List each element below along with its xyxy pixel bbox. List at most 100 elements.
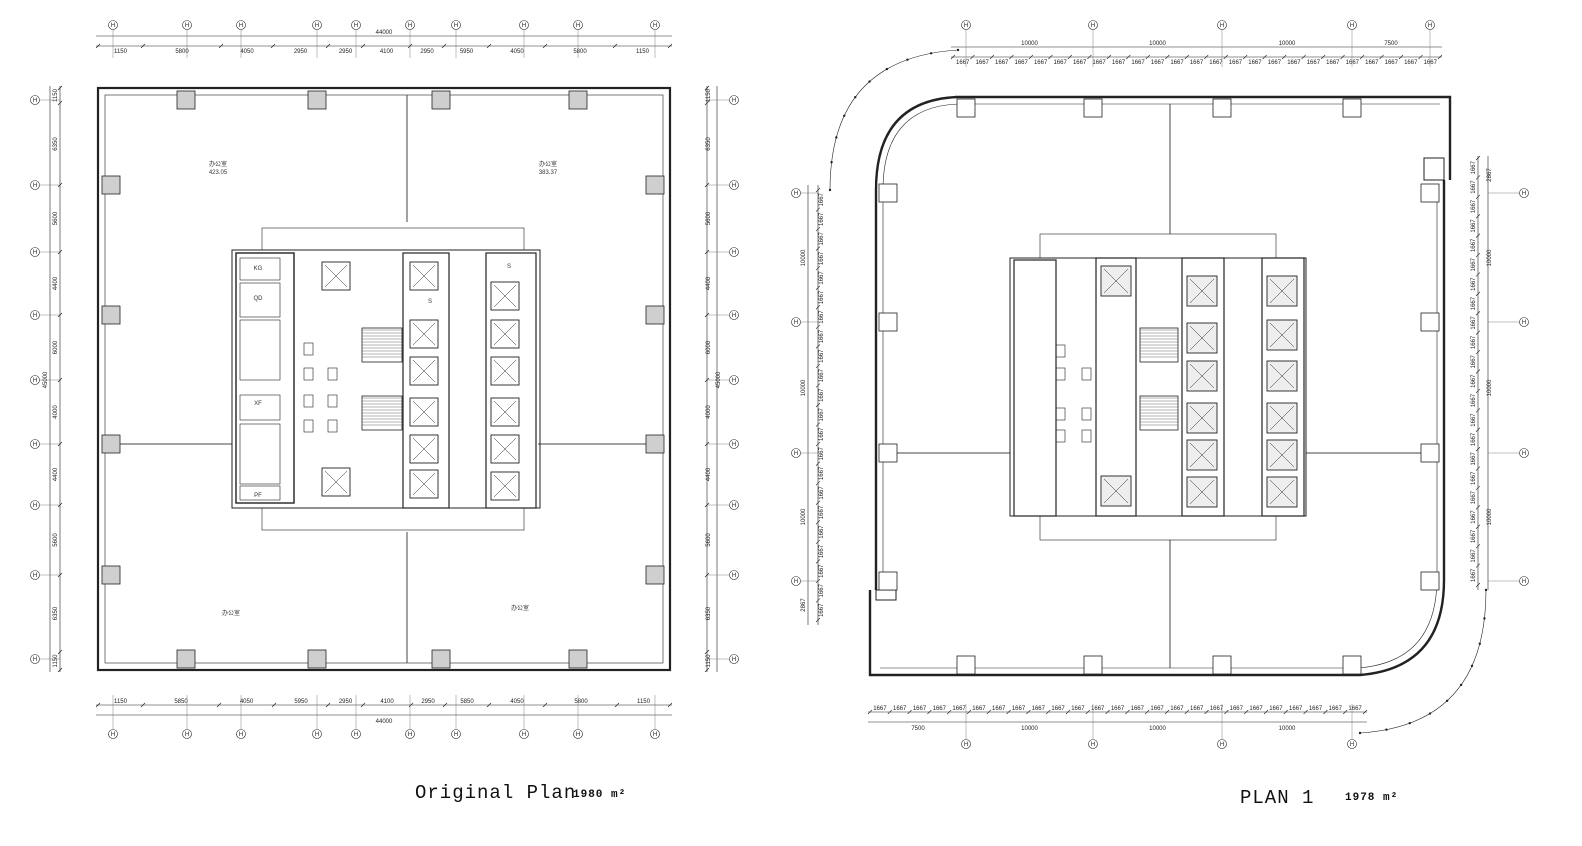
arc-dimension-tick bbox=[1470, 664, 1474, 668]
dimension-label: 1667 bbox=[1032, 706, 1046, 712]
dimension-tick bbox=[815, 187, 821, 193]
dimension-label: 1667 bbox=[1092, 60, 1106, 66]
axis-bubble bbox=[1425, 20, 1435, 30]
dimension-tick bbox=[325, 702, 331, 708]
dimension-tick bbox=[1475, 194, 1481, 200]
dimension-tick bbox=[1204, 709, 1209, 715]
arc-dimension-tick bbox=[1484, 588, 1488, 592]
inner-wall-line bbox=[104, 94, 664, 664]
elevator-shaft bbox=[490, 281, 520, 311]
axis-bubble-label: H bbox=[239, 732, 243, 738]
axis-bubble bbox=[182, 729, 192, 739]
dimension-tick bbox=[989, 54, 995, 60]
structural-column bbox=[1420, 571, 1440, 591]
structural-column bbox=[1420, 183, 1440, 203]
plan-1-area: 1978 m² bbox=[1345, 792, 1399, 804]
dimension-label: 1667 bbox=[1471, 568, 1477, 582]
structural-column bbox=[878, 183, 898, 203]
dimension-label: 1667 bbox=[819, 486, 825, 500]
outer-wall bbox=[868, 95, 1452, 677]
toilet-fixture bbox=[327, 367, 338, 381]
elevator-shaft bbox=[321, 261, 351, 291]
axis-bubble bbox=[30, 180, 40, 190]
arc-dimension-tick bbox=[929, 52, 933, 55]
dimension-label: 1150 bbox=[53, 654, 59, 668]
dimension-label: 1667 bbox=[1150, 706, 1164, 712]
dimension-label: 2867 bbox=[801, 598, 807, 612]
toilet-fixture bbox=[327, 419, 338, 433]
arc-dimension-tick bbox=[1385, 728, 1388, 731]
axis-bubble bbox=[729, 500, 739, 510]
toilet-fixture bbox=[1055, 429, 1066, 443]
toilet-fixture bbox=[1055, 367, 1066, 381]
dimension-tick bbox=[1144, 709, 1150, 715]
wall-stub bbox=[1423, 157, 1445, 181]
dimension-label: 6000 bbox=[53, 340, 59, 354]
arc-dimension-tick bbox=[854, 95, 857, 99]
dimension-tick bbox=[1067, 54, 1073, 60]
dimension-tick bbox=[970, 54, 975, 60]
dimension-label: 1150 bbox=[637, 699, 651, 705]
axis-bubble-label: H bbox=[732, 657, 736, 663]
dimension-label: 1667 bbox=[1309, 706, 1323, 712]
axis-bubble bbox=[573, 729, 583, 739]
elevator-cross bbox=[412, 437, 436, 461]
axis-bubble bbox=[30, 310, 40, 320]
axis-bubble-label: H bbox=[1522, 451, 1526, 457]
toilet-fixture bbox=[327, 394, 338, 408]
dimension-tick bbox=[216, 702, 222, 708]
dimension-tick bbox=[1184, 54, 1189, 60]
dimension-tick bbox=[486, 43, 492, 49]
dimension-tick bbox=[1475, 563, 1481, 568]
dimension-tick bbox=[1475, 252, 1481, 258]
dimension-tick bbox=[57, 649, 63, 655]
dimension-label: 1667 bbox=[1471, 529, 1477, 543]
dimension-tick bbox=[815, 265, 821, 271]
dimension-tick bbox=[1283, 709, 1289, 715]
toilet-fixture bbox=[1055, 407, 1066, 421]
dimension-label: 4100 bbox=[380, 49, 394, 55]
elevator-cross bbox=[493, 437, 517, 461]
dimension-label: 1667 bbox=[1307, 60, 1321, 66]
elevator-shaft bbox=[321, 467, 351, 497]
dimension-tick bbox=[1301, 54, 1306, 60]
dimension-label: 1667 bbox=[1471, 432, 1477, 446]
dimension-tick bbox=[966, 709, 972, 715]
dimension-tick bbox=[360, 702, 366, 708]
dimension-label: 1667 bbox=[1268, 60, 1282, 66]
arc-dimension-tick bbox=[1408, 721, 1411, 725]
dimension-label: 4100 bbox=[380, 699, 394, 705]
dimension-tick bbox=[1087, 54, 1092, 60]
dimension-label: 10000 bbox=[1487, 508, 1493, 525]
dimension-label: 1667 bbox=[1348, 706, 1362, 712]
stair bbox=[1139, 395, 1179, 431]
dimension-tick bbox=[1145, 54, 1151, 60]
elevator-shaft bbox=[490, 356, 520, 386]
elevator-cross bbox=[412, 400, 436, 424]
dimension-label: 4050 bbox=[510, 699, 524, 705]
dimension-label: 1667 bbox=[913, 706, 927, 712]
dimension-tick bbox=[442, 702, 448, 708]
dimension-tick bbox=[1475, 214, 1481, 219]
dimension-label: 4400 bbox=[53, 276, 59, 290]
dimension-tick bbox=[815, 324, 821, 330]
dimension-label: 1667 bbox=[1471, 413, 1477, 427]
axis-bubble bbox=[451, 729, 461, 739]
plan-1-drawing: 1667 1667 1667 1667 1667 1667 1667 1667 1667 1667… bbox=[791, 20, 1529, 749]
elevator-cross bbox=[412, 472, 436, 496]
dimension-label: 1667 bbox=[819, 544, 825, 558]
structural-column bbox=[431, 90, 451, 110]
elevator-cross bbox=[493, 400, 517, 424]
dimension-tick bbox=[887, 709, 893, 715]
elevator-bank bbox=[1261, 257, 1305, 517]
dimension-tick bbox=[1126, 54, 1131, 60]
axis-bubble-label: H bbox=[576, 732, 580, 738]
elevator-cross bbox=[412, 322, 436, 346]
dimension-tick bbox=[1006, 709, 1011, 715]
dimension-tick bbox=[815, 207, 821, 212]
dimension-tick bbox=[815, 363, 821, 369]
dimension-label: 1667 bbox=[893, 706, 907, 712]
dimension-label: 1667 bbox=[819, 368, 825, 382]
axis-bubble bbox=[1347, 739, 1357, 749]
dimension-label: 2950 bbox=[421, 699, 435, 705]
